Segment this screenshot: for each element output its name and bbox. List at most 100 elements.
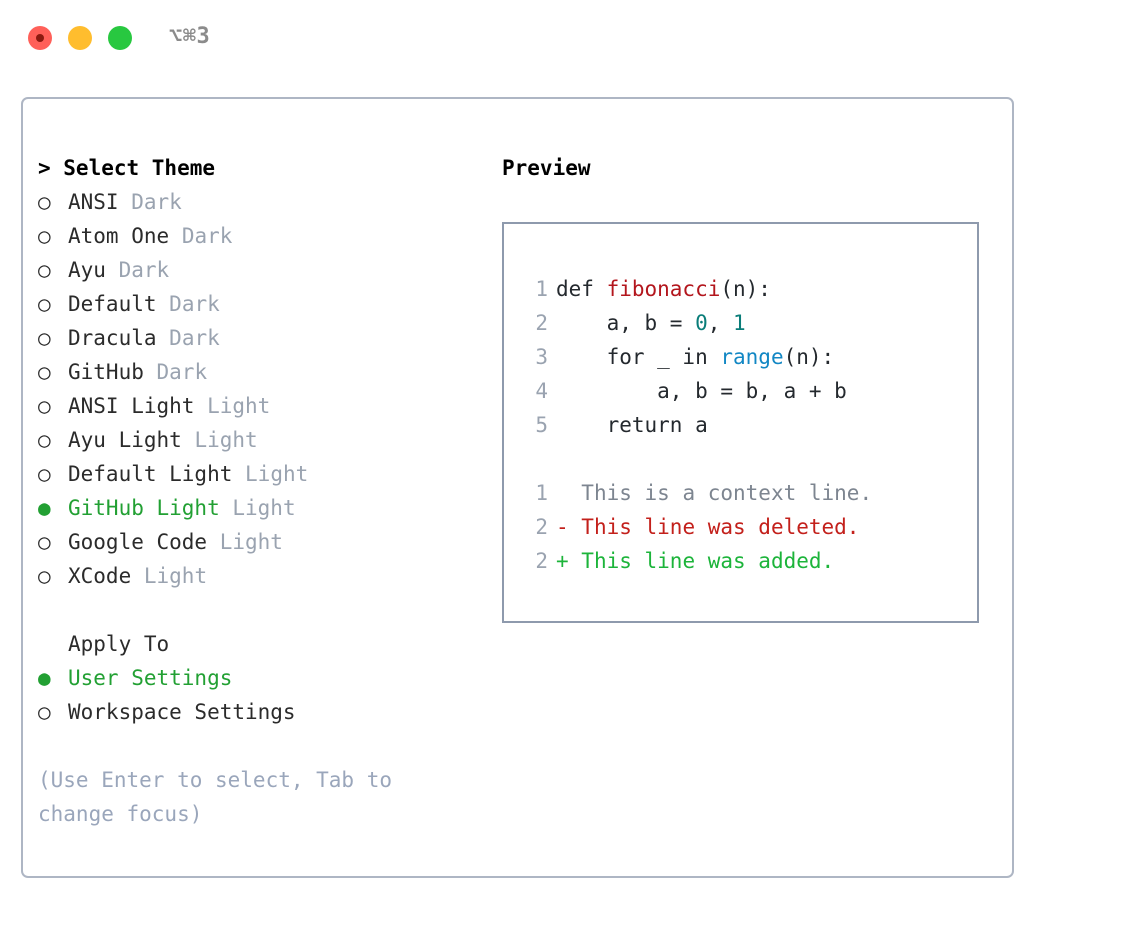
code-token-call: range xyxy=(720,345,784,369)
diff-line-context: 1 This is a context line. xyxy=(522,476,977,510)
theme-option-default-light[interactable]: ○Default Light Light xyxy=(38,457,488,491)
theme-option-name: Atom One xyxy=(68,224,170,248)
code-token-plain: def xyxy=(556,277,607,301)
theme-option-name: Ayu Light xyxy=(68,428,182,452)
theme-option-ayu[interactable]: ○ Ayu Dark xyxy=(38,253,488,287)
code-line: 3 for _ in range(n): xyxy=(522,340,977,374)
theme-option-name: GitHub Light xyxy=(68,496,220,520)
diff-line-deleted: 2- This line was deleted. xyxy=(522,510,977,544)
diff-line-text: This is a context line. xyxy=(568,481,873,505)
radio-unselected-icon: ○ xyxy=(38,394,51,418)
diff-line-content: This is a context line. xyxy=(556,481,872,505)
theme-option-kind: Light xyxy=(219,530,283,554)
diff-line-number: 1 xyxy=(535,481,548,505)
help-hint-line-2: change focus) xyxy=(38,802,203,826)
theme-option-kind: Dark xyxy=(169,326,220,350)
code-token-plain: a, b = xyxy=(556,311,696,335)
radio-selected-icon: ● xyxy=(38,496,51,520)
radio-unselected-icon: ○ xyxy=(38,224,51,248)
preview-heading: Preview xyxy=(502,156,591,180)
theme-option-name: Dracula xyxy=(68,326,157,350)
code-token-num: 0 xyxy=(695,311,708,335)
theme-option-space xyxy=(169,224,182,248)
diff-line-number: 2 xyxy=(535,549,548,573)
radio-unselected-icon: ○ xyxy=(38,258,51,282)
theme-option-default[interactable]: ○Default Dark xyxy=(38,287,488,321)
theme-option-space xyxy=(119,190,132,214)
radio-unselected-icon: ○ xyxy=(38,462,51,486)
code-line: 4 a, b = b, a + b xyxy=(522,374,977,408)
apply-to-heading: Apply To xyxy=(38,627,488,661)
theme-option-atom-one[interactable]: ○ Atom One Dark xyxy=(38,219,488,253)
diff-line-added: 2 + This line was added. xyxy=(522,544,977,578)
code-line-number: 1 xyxy=(535,277,548,301)
diff-line-text: This line was deleted. xyxy=(568,515,860,539)
keyboard-shortcut-label: ⌥⌘3 xyxy=(169,24,211,49)
theme-option-name: Default xyxy=(68,292,157,316)
theme-option-kind: Light xyxy=(245,462,309,486)
theme-option-name: ANSI xyxy=(68,190,119,214)
theme-option-xcode[interactable]: ○XCode Light xyxy=(38,559,488,593)
theme-option-space xyxy=(207,530,220,554)
code-line: 2 a, b = 0, 1 xyxy=(522,306,977,340)
code-line-number: 5 xyxy=(535,413,548,437)
radio-unselected-icon: ○ xyxy=(38,564,51,588)
theme-option-name: ANSI Light xyxy=(68,394,195,418)
theme-option-space xyxy=(232,462,245,486)
code-token-num: 1 xyxy=(733,311,746,335)
radio-unselected-icon: ○ xyxy=(38,700,51,724)
diff-line-text: This line was added. xyxy=(568,549,835,573)
theme-option-space xyxy=(194,394,207,418)
code-token-plain: for _ in xyxy=(556,345,721,369)
theme-selector-panel: > Select Theme ○ANSI Dark○Atom One Dark○… xyxy=(21,97,1014,878)
select-theme-heading: > Select Theme xyxy=(38,156,216,180)
code-token-fn: fibonacci xyxy=(606,277,721,301)
apply-to-option-name: User Settings xyxy=(68,666,233,690)
window-titlebar: ⌥⌘3 xyxy=(0,0,1140,78)
theme-option-ansi-light[interactable]: ○ ANSI Light Light xyxy=(38,389,488,423)
maximize-window-button[interactable] xyxy=(108,26,132,50)
apply-to-option-user-settings[interactable]: ●User Settings xyxy=(38,661,488,695)
radio-unselected-icon: ○ xyxy=(38,190,51,214)
theme-option-dracula[interactable]: ○Dracula Dark xyxy=(38,321,488,355)
theme-option-google-code[interactable]: ○Google Code Light xyxy=(38,525,488,559)
theme-option-ansi[interactable]: ○ ANSI Dark xyxy=(38,185,488,219)
theme-option-github-light[interactable]: ●GitHub Light Light xyxy=(38,491,488,525)
theme-list-column: > Select Theme ○ANSI Dark○Atom One Dark○… xyxy=(38,151,488,729)
theme-option-kind: Dark xyxy=(181,224,233,248)
theme-option-space xyxy=(144,360,157,384)
theme-option-list: ○ANSI Dark○Atom One Dark○Ayu Dark○Defaul… xyxy=(38,185,488,593)
code-line-number: 2 xyxy=(535,311,548,335)
code-line-number: 3 xyxy=(535,345,548,369)
close-window-button[interactable] xyxy=(28,26,52,50)
theme-option-space xyxy=(220,496,233,520)
apply-to-heading-indent xyxy=(38,627,68,661)
code-token-plain: (n): xyxy=(783,345,835,369)
code-token-plain: a, b = b, a + b xyxy=(556,379,847,403)
diff-line-sign: - xyxy=(556,515,569,539)
code-line: 5 return a xyxy=(522,408,977,442)
radio-unselected-icon: ○ xyxy=(38,292,51,316)
theme-option-ayu-light[interactable]: ○ Ayu Light Light xyxy=(38,423,488,457)
help-hint-line-1: (Use Enter to select, Tab to xyxy=(38,768,393,792)
code-token-plain: , xyxy=(707,311,734,335)
theme-option-space xyxy=(157,326,170,350)
theme-option-github[interactable]: ○GitHub Dark xyxy=(38,355,488,389)
minimize-window-button[interactable] xyxy=(68,26,92,50)
apply-to-option-workspace-settings[interactable]: ○Workspace Settings xyxy=(38,695,488,729)
theme-option-name: Ayu xyxy=(68,258,106,282)
theme-option-kind: Dark xyxy=(118,258,170,282)
diff-line-sign: + xyxy=(556,549,569,573)
theme-option-space xyxy=(157,292,170,316)
diff-line-number: 2 xyxy=(535,515,548,539)
theme-option-kind: Light xyxy=(194,428,258,452)
theme-option-kind: Dark xyxy=(131,190,182,214)
radio-unselected-icon: ○ xyxy=(38,360,51,384)
theme-option-kind: Light xyxy=(207,394,271,418)
radio-unselected-icon: ○ xyxy=(38,428,51,452)
diff-line-content: + This line was added. xyxy=(556,549,834,573)
